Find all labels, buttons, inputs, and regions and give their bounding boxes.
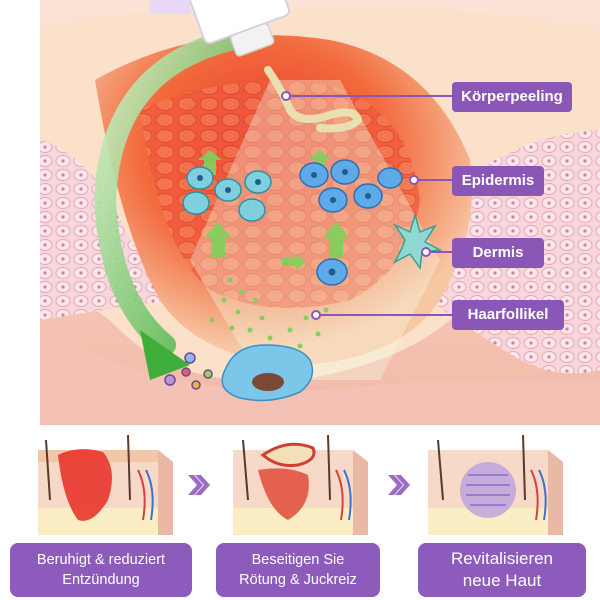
chevron-right-icon [388, 475, 410, 495]
step-caption-1: Beruhigt & reduziert Entzündung [10, 543, 192, 597]
step-caption-1-line1: Beruhigt & reduziert [36, 552, 166, 568]
label-haarfollikel: Haarfollikel [452, 300, 564, 330]
skin-block-inflamed [38, 434, 173, 535]
step-caption-2-line1: Beseitigen Sie [251, 552, 345, 568]
step-caption-3: Revitalisieren neue Haut [418, 543, 586, 597]
step-caption-2: Beseitigen Sie Rötung & Juckreiz [216, 543, 380, 597]
label-epidermis: Epidermis [452, 166, 544, 196]
chevron-right-icon [188, 475, 210, 495]
step-caption-2-line2: Rötung & Juckreiz [239, 572, 357, 588]
label-dermis: Dermis [452, 238, 544, 268]
label-koerperpeeling: Körperpeeling [452, 82, 572, 112]
step-caption-3-line1: Revitalisieren [450, 549, 554, 568]
skin-cross-section-illustration [40, 0, 600, 425]
step-caption-3-line2: neue Haut [462, 571, 542, 590]
skin-block-revitalized [428, 434, 563, 535]
skin-block-healing [233, 434, 368, 535]
step-caption-1-line2: Entzündung [62, 572, 140, 588]
